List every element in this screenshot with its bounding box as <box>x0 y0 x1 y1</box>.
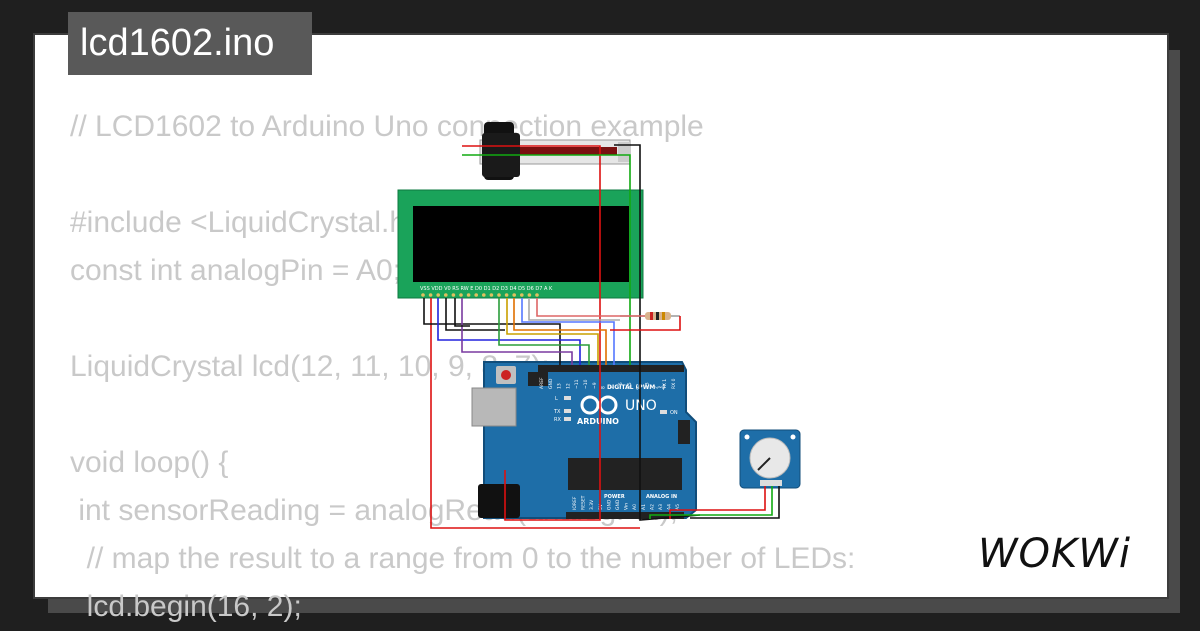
arduino-pin-label: A1 <box>641 504 647 510</box>
arduino-pin-label: GND <box>606 499 612 510</box>
arduino-pin-label: 12 <box>565 383 571 389</box>
code-line: LiquidCrystal lcd(12, 11, 10, 9, 8, 7); <box>70 350 550 383</box>
wire <box>445 298 505 331</box>
wire <box>498 298 590 365</box>
wire <box>462 145 601 521</box>
wire <box>462 154 631 365</box>
arduino-pin-label: 7 <box>609 386 615 389</box>
arduino-pin-label: Vin <box>624 503 630 510</box>
arduino-pin-label: ~6 <box>618 382 624 389</box>
lcd-pin <box>504 293 509 297</box>
arduino-pin-label: A2 <box>649 504 655 510</box>
lcd-pin <box>482 293 486 297</box>
atmega-chip <box>568 458 682 490</box>
lcd-pin <box>459 293 463 297</box>
arduino-uno: ARDUINO UNO DIGITAL (PWM ~) POWER ANALOG… <box>471 361 697 519</box>
lcd-pin <box>535 293 539 297</box>
arduino-pin-label: ~3 <box>645 382 651 389</box>
lcd-pin <box>474 293 479 297</box>
usb-connector <box>471 387 517 427</box>
arduino-pin-label: 3.3V <box>589 499 595 510</box>
wire <box>649 486 773 519</box>
arduino-pin-label: TX 1 <box>662 379 668 390</box>
lcd-pin <box>466 293 471 297</box>
wire <box>513 298 607 365</box>
lcd-pin <box>497 293 501 297</box>
wire <box>454 298 470 327</box>
arduino-model: UNO <box>625 398 657 414</box>
lcd-pin <box>512 293 516 297</box>
lcd-pin <box>520 293 524 297</box>
wire <box>437 298 581 365</box>
digital-header <box>538 365 684 372</box>
lcd-1602: VSS VDD V0 RS RW E D0 D1 D2 D3 D4 D5 D6 … <box>397 189 644 299</box>
lcd-pin <box>527 293 532 297</box>
arduino-brand: ARDUINO <box>577 417 619 426</box>
code-line: // map the result to a range from 0 to t… <box>70 542 856 575</box>
code-line: const int analogPin = A0; <box>70 254 402 287</box>
wire <box>423 298 561 365</box>
wire <box>690 486 780 519</box>
lcd-pin <box>421 293 425 297</box>
arduino-pin-label: 2 <box>653 386 659 389</box>
slide-potentiometer <box>479 122 631 180</box>
wire <box>430 298 640 529</box>
arduino-pin-label: ~5 <box>627 382 633 389</box>
lcd-pin <box>451 293 456 297</box>
arduino-pin-label: ~11 <box>574 379 580 389</box>
arduino-pin-label: A4 <box>667 504 673 510</box>
wire <box>461 298 573 365</box>
arduino-pin-label: 4 <box>636 386 642 389</box>
wokwi-logo: WOKWi <box>978 525 1153 580</box>
analog-header-label: ANALOG IN <box>646 494 677 500</box>
arduino-pin-label: 8 <box>601 386 607 389</box>
led-label-rx: RX <box>554 417 561 423</box>
power-jack <box>478 484 520 518</box>
led-label-l: L <box>555 396 558 402</box>
on-label: ON <box>670 410 678 416</box>
project-title: lcd1602.ino <box>68 12 312 75</box>
wire <box>528 298 620 321</box>
wire <box>610 316 681 331</box>
arduino-pin-label: IOREF <box>572 496 578 510</box>
arduino-pin-label: 13 <box>557 383 563 389</box>
code-line: lcd.begin(16, 2); <box>70 590 302 623</box>
arduino-pin-label: A0 <box>632 504 638 510</box>
wires <box>423 144 780 529</box>
code-line: #include <LiquidCrystal.h> <box>70 206 424 239</box>
lcd-pin <box>428 293 433 297</box>
digital-header-label: DIGITAL (PWM ~) <box>607 384 665 391</box>
arduino-pin-label: ~9 <box>592 382 598 389</box>
lcd-pin <box>444 293 448 297</box>
power-analog-header <box>566 512 684 519</box>
lcd-pin-header <box>421 293 539 297</box>
wire <box>521 298 615 365</box>
lcd-pin <box>489 293 494 297</box>
arduino-pin-label: ~10 <box>583 379 589 389</box>
rotary-potentiometer <box>739 429 801 489</box>
wire <box>536 298 645 317</box>
lcd-pin <box>436 293 441 297</box>
arduino-pin-label: AREF <box>539 377 545 389</box>
power-header-label: POWER <box>604 494 625 500</box>
wire <box>506 298 599 365</box>
arduino-pin-label: GND <box>615 499 621 510</box>
wokwi-logo-text: WOKWi <box>978 531 1131 577</box>
arduino-pin-label: GND <box>548 378 554 389</box>
code-line: void loop() { <box>70 446 229 479</box>
arduino-pin-label: A5 <box>675 504 681 510</box>
arduino-pin-label: A3 <box>658 504 664 510</box>
arduino-pin-label: RESET <box>581 495 587 510</box>
reset-button <box>501 370 511 380</box>
arduino-pin-label: RX 0 <box>671 378 677 389</box>
led-label-tx: TX <box>553 409 561 415</box>
lcd-pin-labels: VSS VDD V0 RS RW E D0 D1 D2 D3 D4 D5 D6 … <box>420 286 553 292</box>
